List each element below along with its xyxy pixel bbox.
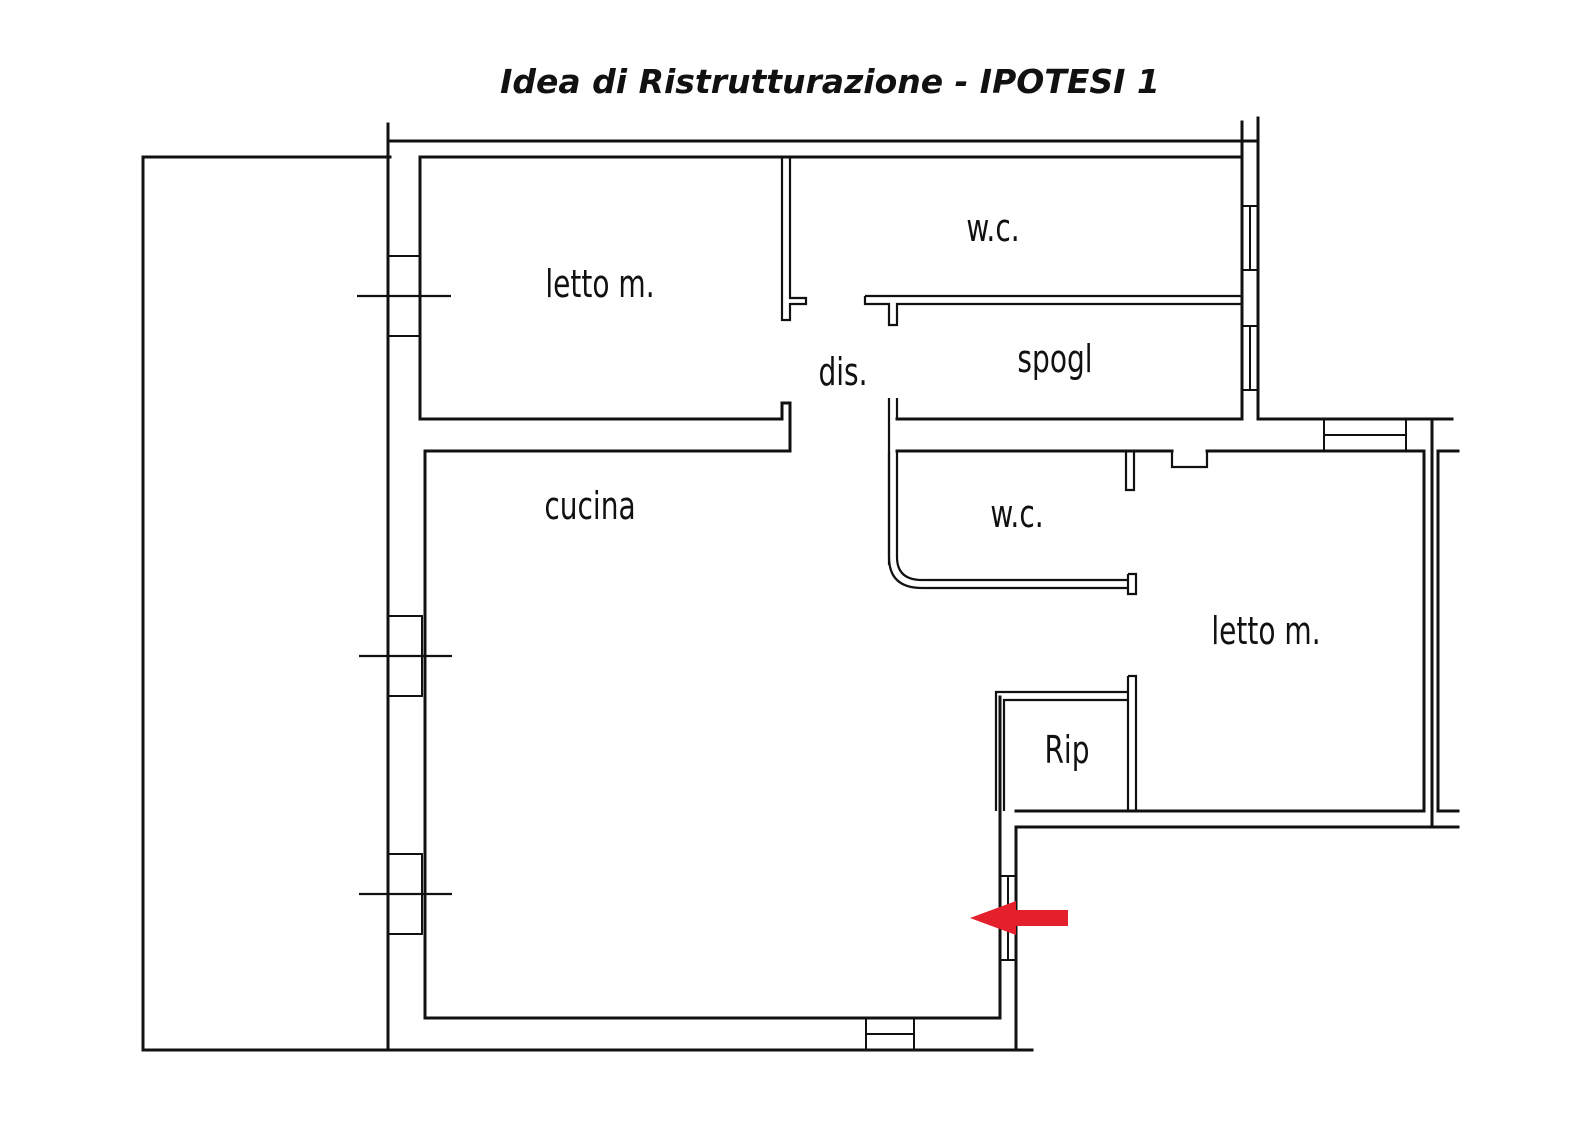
label-wc-bottom: w.c. bbox=[990, 493, 1043, 537]
label-wc-top: w.c. bbox=[966, 207, 1019, 251]
label-kitchen: cucina bbox=[544, 485, 635, 529]
label-hall: dis. bbox=[818, 351, 867, 395]
label-bedroom-right: letto m. bbox=[1211, 610, 1320, 654]
label-storage: Rip bbox=[1044, 729, 1089, 773]
plan-title: Idea di Ristrutturazione - IPOTESI 1 bbox=[500, 62, 1160, 101]
room-labels: letto m. w.c. dis. spogl cucina w.c. let… bbox=[544, 207, 1320, 773]
terrace-outline bbox=[141, 155, 1034, 1052]
label-bedroom-top: letto m. bbox=[545, 263, 654, 307]
exterior-walls bbox=[386, 116, 1460, 1052]
interior-walls bbox=[418, 157, 1426, 813]
label-closet: spogl bbox=[1017, 338, 1092, 382]
entrance-arrow-icon bbox=[970, 901, 1068, 935]
